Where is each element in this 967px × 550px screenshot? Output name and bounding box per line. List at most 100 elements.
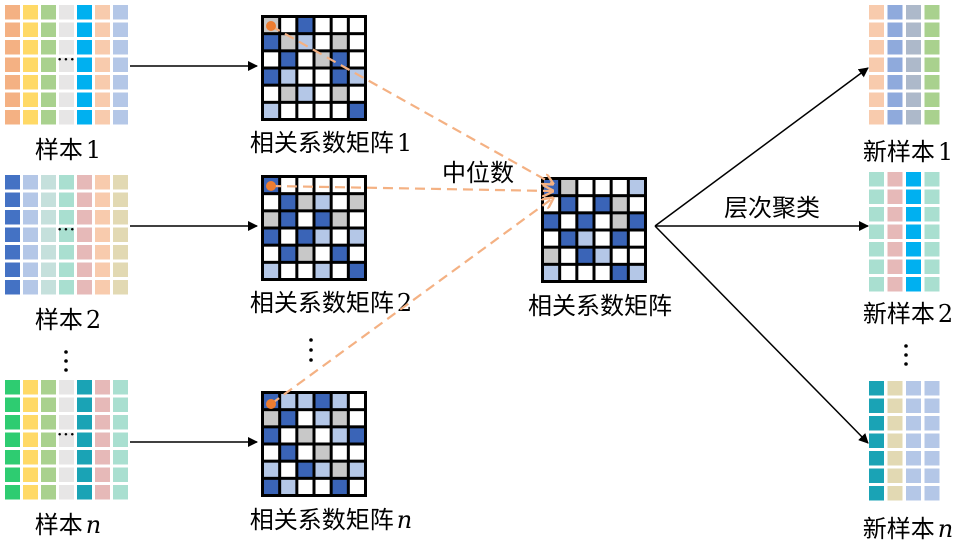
new-sample-cell xyxy=(906,242,921,257)
new-sample-cell xyxy=(887,57,903,72)
matrix-cell xyxy=(578,248,593,263)
matrix-cell xyxy=(315,86,330,101)
matrix-cell xyxy=(629,197,644,212)
sample-cell xyxy=(95,75,110,90)
matrix-cell xyxy=(298,103,313,118)
matrix-cell xyxy=(264,479,279,494)
sample-cell xyxy=(59,192,74,207)
sample-vertical-ellipsis xyxy=(64,350,68,372)
sample-cell xyxy=(41,450,56,465)
matrix-cell xyxy=(281,479,296,494)
new-sample-cell xyxy=(869,75,884,90)
matrix-cell xyxy=(332,18,347,33)
sample-cell xyxy=(5,210,20,225)
matrix-cell xyxy=(298,212,313,227)
new-sample-cell xyxy=(906,207,921,222)
sample-cell xyxy=(23,110,38,125)
matrix-cell xyxy=(281,86,296,101)
new-sample-cell xyxy=(906,57,921,72)
matrix-cell xyxy=(349,229,364,244)
sample-cell xyxy=(41,380,56,395)
sample-cell xyxy=(77,467,92,482)
matrix-cell xyxy=(544,248,559,263)
sample-cell xyxy=(41,245,56,260)
matrix-cell xyxy=(315,445,330,460)
new-sample-cell xyxy=(869,242,884,257)
sample-cell xyxy=(113,22,128,37)
sample-cell xyxy=(41,22,56,37)
sample-n-label-main: 样本 xyxy=(35,511,83,539)
matrix-cell xyxy=(595,180,610,195)
new-sample-cell xyxy=(906,224,921,239)
matrix-1-start-dot xyxy=(266,21,276,31)
sample-cell xyxy=(23,280,38,295)
sample-cell xyxy=(5,75,20,90)
sample-cell xyxy=(59,432,74,447)
new-sample-cell xyxy=(924,451,940,466)
new-sample-cell xyxy=(924,92,940,107)
sample-cell xyxy=(59,57,74,72)
sample-cell xyxy=(95,432,110,447)
matrix-cell xyxy=(629,248,644,263)
sample-cell xyxy=(41,485,56,500)
sample-cell xyxy=(5,450,20,465)
matrix-cell xyxy=(349,428,364,443)
sample-cell xyxy=(59,175,74,190)
new-sample-cell xyxy=(906,5,921,20)
matrix-cell xyxy=(629,214,644,229)
matrix-cell xyxy=(578,214,593,229)
matrix-n-label-main: 相关系数矩阵 xyxy=(250,506,394,534)
new-sample-n-label-main: 新样本 xyxy=(863,515,935,543)
new-sample-cell xyxy=(887,433,903,448)
matrix-cell xyxy=(281,445,296,460)
sample-cell xyxy=(77,450,92,465)
matrix-cell xyxy=(349,479,364,494)
matrix-cell xyxy=(332,394,347,409)
sample-cell xyxy=(23,450,38,465)
matrix-cell xyxy=(264,69,279,84)
matrix-cell xyxy=(298,229,313,244)
matrix-cell xyxy=(281,246,296,261)
new-sample-cell xyxy=(906,189,921,204)
matrix-cell xyxy=(544,231,559,246)
sample-cell xyxy=(59,75,74,90)
sample-cell xyxy=(59,5,74,20)
matrix-cell xyxy=(315,411,330,426)
sample-2-label-main: 样本 xyxy=(35,306,83,334)
new-sample-2-label-suffix: 2 xyxy=(938,300,953,328)
median-arrow-from-matrix-1 xyxy=(270,25,553,184)
matrix-vertical-ellipsis xyxy=(309,338,313,362)
matrix-cell xyxy=(298,69,313,84)
sample-cell xyxy=(23,380,38,395)
matrix-cell xyxy=(544,214,559,229)
new-sample-cell xyxy=(906,486,921,501)
matrix-cell xyxy=(595,214,610,229)
new-sample-cell xyxy=(869,433,884,448)
sample-cell xyxy=(23,262,38,277)
new-sample-cell xyxy=(869,468,884,483)
sample-cell xyxy=(5,92,20,107)
matrix-cell xyxy=(332,479,347,494)
sample-cell xyxy=(113,110,128,125)
sample-cell xyxy=(95,467,110,482)
sample-cell xyxy=(41,40,56,55)
new-sample-cell xyxy=(924,486,940,501)
matrix-cell xyxy=(629,180,644,195)
new-sample-cell xyxy=(887,5,903,20)
matrix-cell xyxy=(561,231,576,246)
new-sample-cell xyxy=(887,416,903,431)
sample-cell xyxy=(59,467,74,482)
new-sample-1-label-suffix: 1 xyxy=(938,138,953,166)
sample-cell xyxy=(113,397,128,412)
matrix-cell xyxy=(561,197,576,212)
new-sample-cell xyxy=(906,451,921,466)
matrix-cell xyxy=(612,197,627,212)
matrix-cell xyxy=(264,246,279,261)
matrix-cell xyxy=(315,263,330,278)
matrix-cell xyxy=(264,411,279,426)
matrix-cell xyxy=(281,263,296,278)
